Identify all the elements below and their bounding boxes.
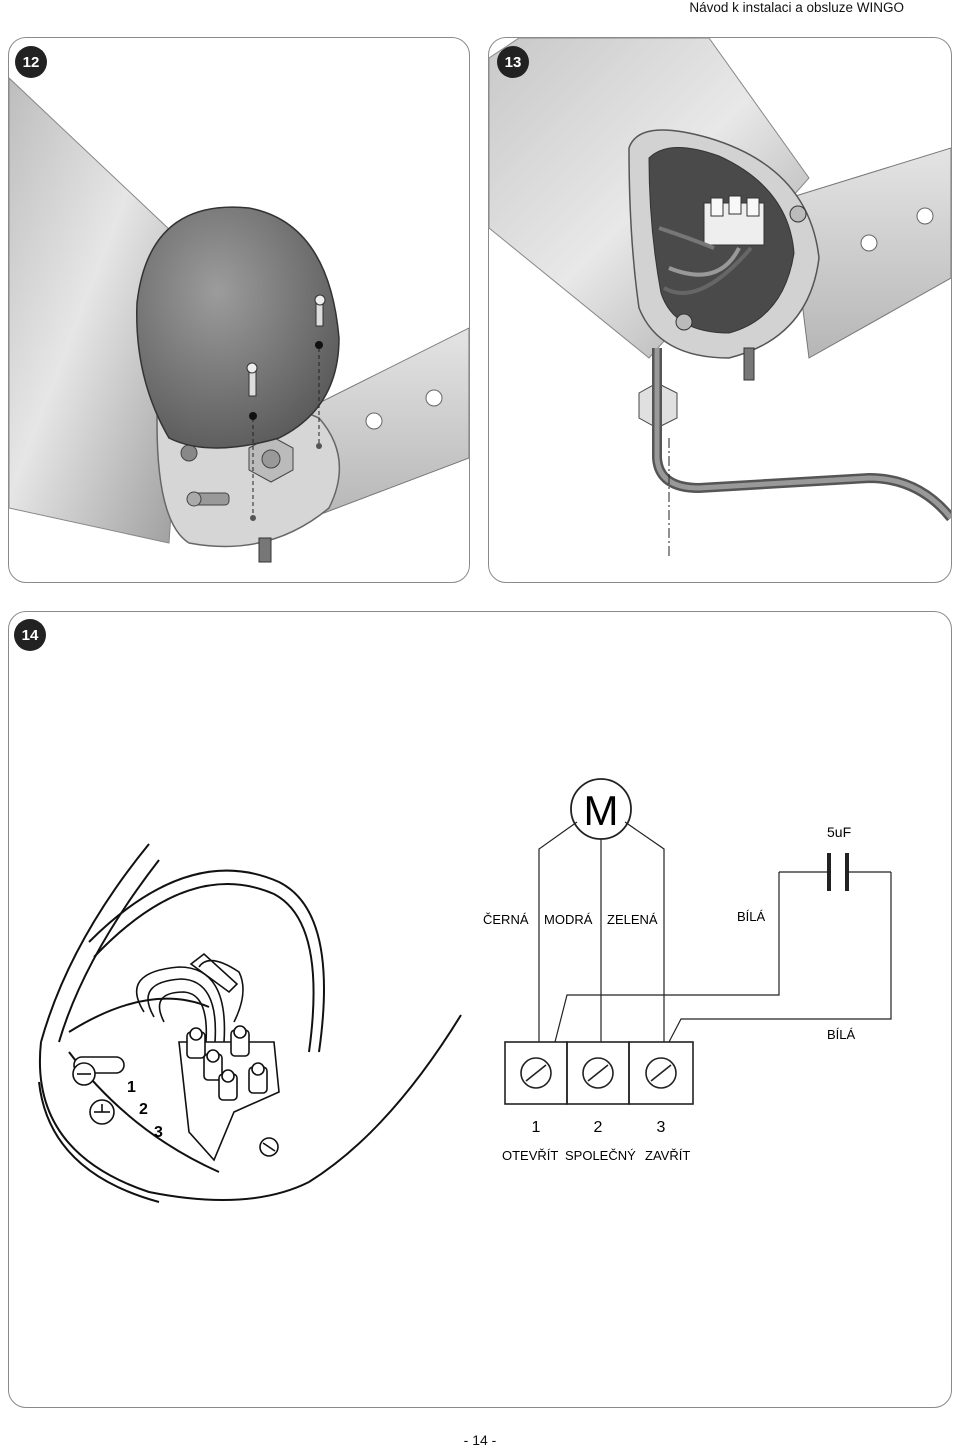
detail-terminal-number: 2	[139, 1101, 148, 1118]
figure-number-badge: 13	[497, 46, 529, 78]
bracket-hole	[425, 389, 443, 407]
terminal-number: 2	[594, 1119, 603, 1136]
document-header: Návod k instalaci a obsluze WINGO	[689, 0, 904, 15]
wire-label-white: BÍLÁ	[827, 1027, 856, 1042]
terminal-3-box	[628, 1041, 694, 1105]
detail-terminal-number: 3	[154, 1124, 163, 1141]
capacitor-label: 5uF	[827, 824, 851, 840]
wire-label-blue: MODRÁ	[544, 912, 593, 927]
detail-terminal-number: 1	[127, 1079, 136, 1096]
page-number: - 14 -	[463, 1432, 497, 1448]
terminal-block-detail	[178, 1025, 280, 1162]
wire-label-white: BÍLÁ	[737, 909, 766, 924]
terminal-label-close: ZAVŘÍT	[645, 1148, 690, 1163]
ground-lug-detail	[72, 1056, 125, 1125]
figure-12-panel: 12	[8, 37, 470, 583]
wiring-schematic	[504, 778, 892, 1105]
figure-12-illustration	[9, 77, 469, 563]
motor-label: M	[584, 787, 619, 834]
figure-13-panel: 13	[488, 37, 952, 583]
figure-14-drawing: 1 2 3 M	[38, 778, 892, 1203]
terminal-label-open: OTEVŘÍT	[502, 1148, 558, 1163]
wire-label-black: ČERNÁ	[483, 912, 529, 927]
figure-13-illustration	[489, 38, 951, 558]
bracket-hole	[365, 412, 383, 430]
figure-number-badge: 12	[15, 46, 47, 78]
figure-number-badge: 14	[14, 619, 46, 651]
terminal-number: 3	[657, 1119, 666, 1136]
terminal-label-common: SPOLEČNÝ	[565, 1148, 636, 1163]
bracket-hole	[916, 207, 934, 225]
motor-housing-detail	[38, 843, 462, 1203]
bracket-hole	[860, 234, 878, 252]
wire-label-green: ZELENÁ	[607, 912, 658, 927]
figure-14-panel: 1 2 3 M	[8, 611, 952, 1408]
terminal-number: 1	[532, 1119, 541, 1136]
